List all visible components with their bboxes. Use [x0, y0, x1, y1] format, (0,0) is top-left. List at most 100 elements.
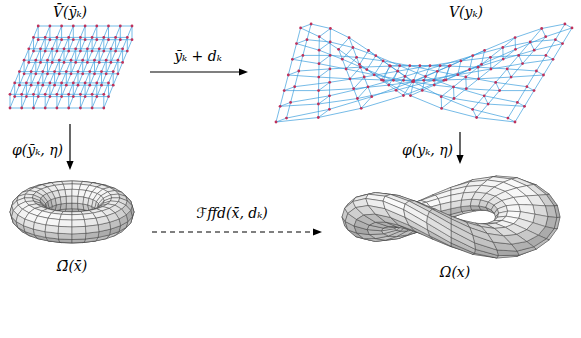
control-point [396, 70, 399, 73]
control-point [60, 38, 63, 41]
control-point [105, 59, 108, 62]
control-point [86, 61, 89, 64]
control-point [533, 89, 536, 92]
control-point [98, 47, 101, 50]
control-point [100, 70, 103, 73]
control-point [23, 59, 26, 62]
mesh-face [72, 220, 85, 227]
control-point [98, 61, 101, 64]
control-point [514, 121, 517, 124]
control-point [102, 50, 105, 53]
control-point [402, 79, 405, 82]
control-point [540, 27, 543, 30]
control-point [107, 82, 110, 85]
control-point [545, 54, 548, 57]
control-point [102, 36, 105, 39]
control-point [126, 36, 129, 39]
control-point [74, 47, 77, 50]
mesh-face [85, 225, 99, 233]
control-point [422, 79, 425, 82]
control-point [318, 49, 321, 52]
control-point [318, 35, 321, 38]
control-point [44, 50, 47, 53]
control-point [119, 25, 122, 28]
control-point [293, 85, 296, 88]
control-point [433, 84, 436, 87]
mesh-face [517, 186, 539, 196]
control-point [388, 64, 391, 67]
control-point [533, 49, 536, 52]
mesh-face [72, 226, 86, 234]
mesh-face [427, 217, 451, 238]
control-point [279, 105, 282, 108]
control-point [494, 81, 497, 84]
control-point [374, 54, 377, 57]
mesh-face [59, 220, 72, 227]
arrow-head [239, 68, 248, 75]
reference-lattice [9, 25, 134, 110]
control-point [389, 65, 392, 68]
control-point [328, 81, 331, 84]
control-point [44, 93, 47, 96]
control-point [356, 97, 359, 100]
control-point [74, 61, 77, 64]
control-point [77, 70, 80, 73]
control-point [121, 61, 124, 64]
control-point [510, 76, 513, 79]
control-point [283, 89, 286, 92]
control-point [114, 50, 117, 53]
control-point [299, 27, 302, 30]
control-point [367, 85, 370, 88]
control-point [30, 84, 33, 87]
arrow-head [66, 161, 73, 170]
control-point [23, 72, 26, 75]
control-point [84, 82, 87, 85]
control-point [535, 70, 538, 73]
control-point [373, 73, 376, 76]
control-point [41, 84, 44, 87]
control-point [275, 121, 278, 124]
control-point [72, 38, 75, 41]
mesh-face [60, 204, 72, 210]
control-point [429, 64, 432, 67]
control-point [358, 63, 361, 66]
lattice-lines [276, 24, 572, 122]
connector-line [152, 231, 314, 232]
arrow-connector [152, 228, 322, 235]
control-point [46, 59, 49, 62]
control-point [18, 84, 21, 87]
control-point [95, 82, 98, 85]
control-point [63, 47, 66, 50]
mesh-face [58, 233, 72, 239]
control-point [483, 49, 486, 52]
control-point [77, 84, 80, 87]
control-point [471, 108, 474, 111]
control-point [297, 70, 300, 73]
control-point [348, 36, 351, 39]
control-point [526, 85, 529, 88]
control-point [65, 70, 68, 73]
control-point [564, 23, 567, 26]
control-point [102, 107, 105, 110]
edge-label: φ(ȳₖ, η) [12, 141, 63, 159]
control-point [367, 49, 370, 52]
control-point [382, 79, 385, 82]
control-point [291, 58, 294, 61]
mesh-face [506, 205, 520, 212]
control-point [81, 72, 84, 75]
control-point [552, 58, 555, 61]
control-point [387, 84, 390, 87]
control-point [51, 61, 54, 64]
control-point [93, 72, 96, 75]
control-point [328, 94, 331, 97]
control-point [72, 95, 75, 98]
control-point [107, 25, 110, 28]
deformed-torus [342, 176, 560, 258]
control-point [355, 56, 358, 59]
control-point [32, 93, 35, 96]
control-point [460, 60, 463, 63]
control-point [102, 93, 105, 96]
mesh-face [35, 216, 49, 225]
